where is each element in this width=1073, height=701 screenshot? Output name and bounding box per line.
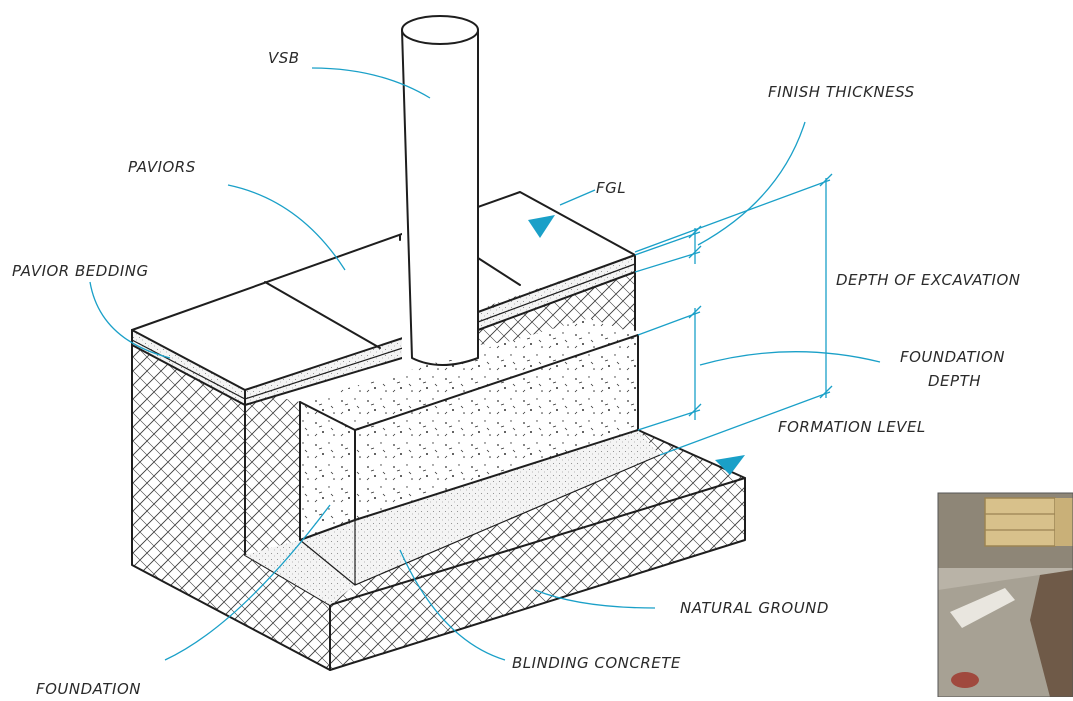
- natural-ground-leader: [534, 589, 656, 609]
- label-pavior-bedding: PAVIOR BEDDING: [12, 262, 149, 280]
- foundation-left: [300, 402, 355, 540]
- label-paviors: PAVIORS: [128, 158, 196, 176]
- paviors-leader: [227, 184, 346, 271]
- bedding-left: [132, 330, 245, 405]
- blinding-leader: [399, 549, 506, 661]
- fgl-leader: [559, 189, 596, 206]
- soil-left-wall: [245, 390, 300, 555]
- dimension-lines: [634, 173, 833, 456]
- blinding-top: [300, 430, 660, 585]
- blinding-concrete: [245, 430, 661, 605]
- bedding-front-left: [245, 335, 412, 405]
- foundation-leader: [164, 504, 331, 661]
- foundation-top: [300, 318, 638, 430]
- foundation-block: [299, 318, 639, 541]
- label-finish-thickness: FINISH THICKNESS: [768, 83, 915, 101]
- label-blinding-concrete: BLINDING CONCRETE: [512, 654, 681, 672]
- pavior-slab: [131, 191, 636, 406]
- label-vsb: VSB: [268, 49, 300, 67]
- bedding-leader: [89, 281, 171, 359]
- pavior-joint-2: [477, 257, 521, 286]
- pavior-joint-1: [264, 281, 381, 349]
- label-foundation: FOUNDATION: [36, 680, 141, 697]
- formation-level-arrow-icon: [715, 455, 745, 475]
- soil-front: [330, 478, 745, 670]
- labels: VSB PAVIORS PAVIOR BEDDING FGL FINISH TH…: [12, 49, 1021, 698]
- vsb-column: [401, 15, 479, 366]
- label-fgl: FGL: [596, 179, 626, 197]
- finish-leader: [697, 121, 806, 246]
- soil-left-front: [132, 330, 330, 670]
- label-depth-of-excavation: DEPTH OF EXCAVATION: [836, 271, 1021, 289]
- label-formation-level: FORMATION LEVEL: [778, 418, 926, 436]
- paviors-top: [132, 192, 635, 390]
- vsb-leader: [311, 67, 431, 99]
- foundation-front: [355, 335, 638, 520]
- fgl-arrow-icon: [528, 215, 555, 238]
- inset-photo: [937, 492, 1073, 698]
- blinding-left: [245, 540, 355, 605]
- foundation-depth-leader: [699, 351, 881, 366]
- leader-lines: [89, 67, 881, 661]
- label-natural-ground: NATURAL GROUND: [680, 599, 829, 617]
- label-foundation-depth-line1: FOUNDATION: [900, 348, 1005, 366]
- label-foundation-depth-line2: DEPTH: [928, 372, 981, 390]
